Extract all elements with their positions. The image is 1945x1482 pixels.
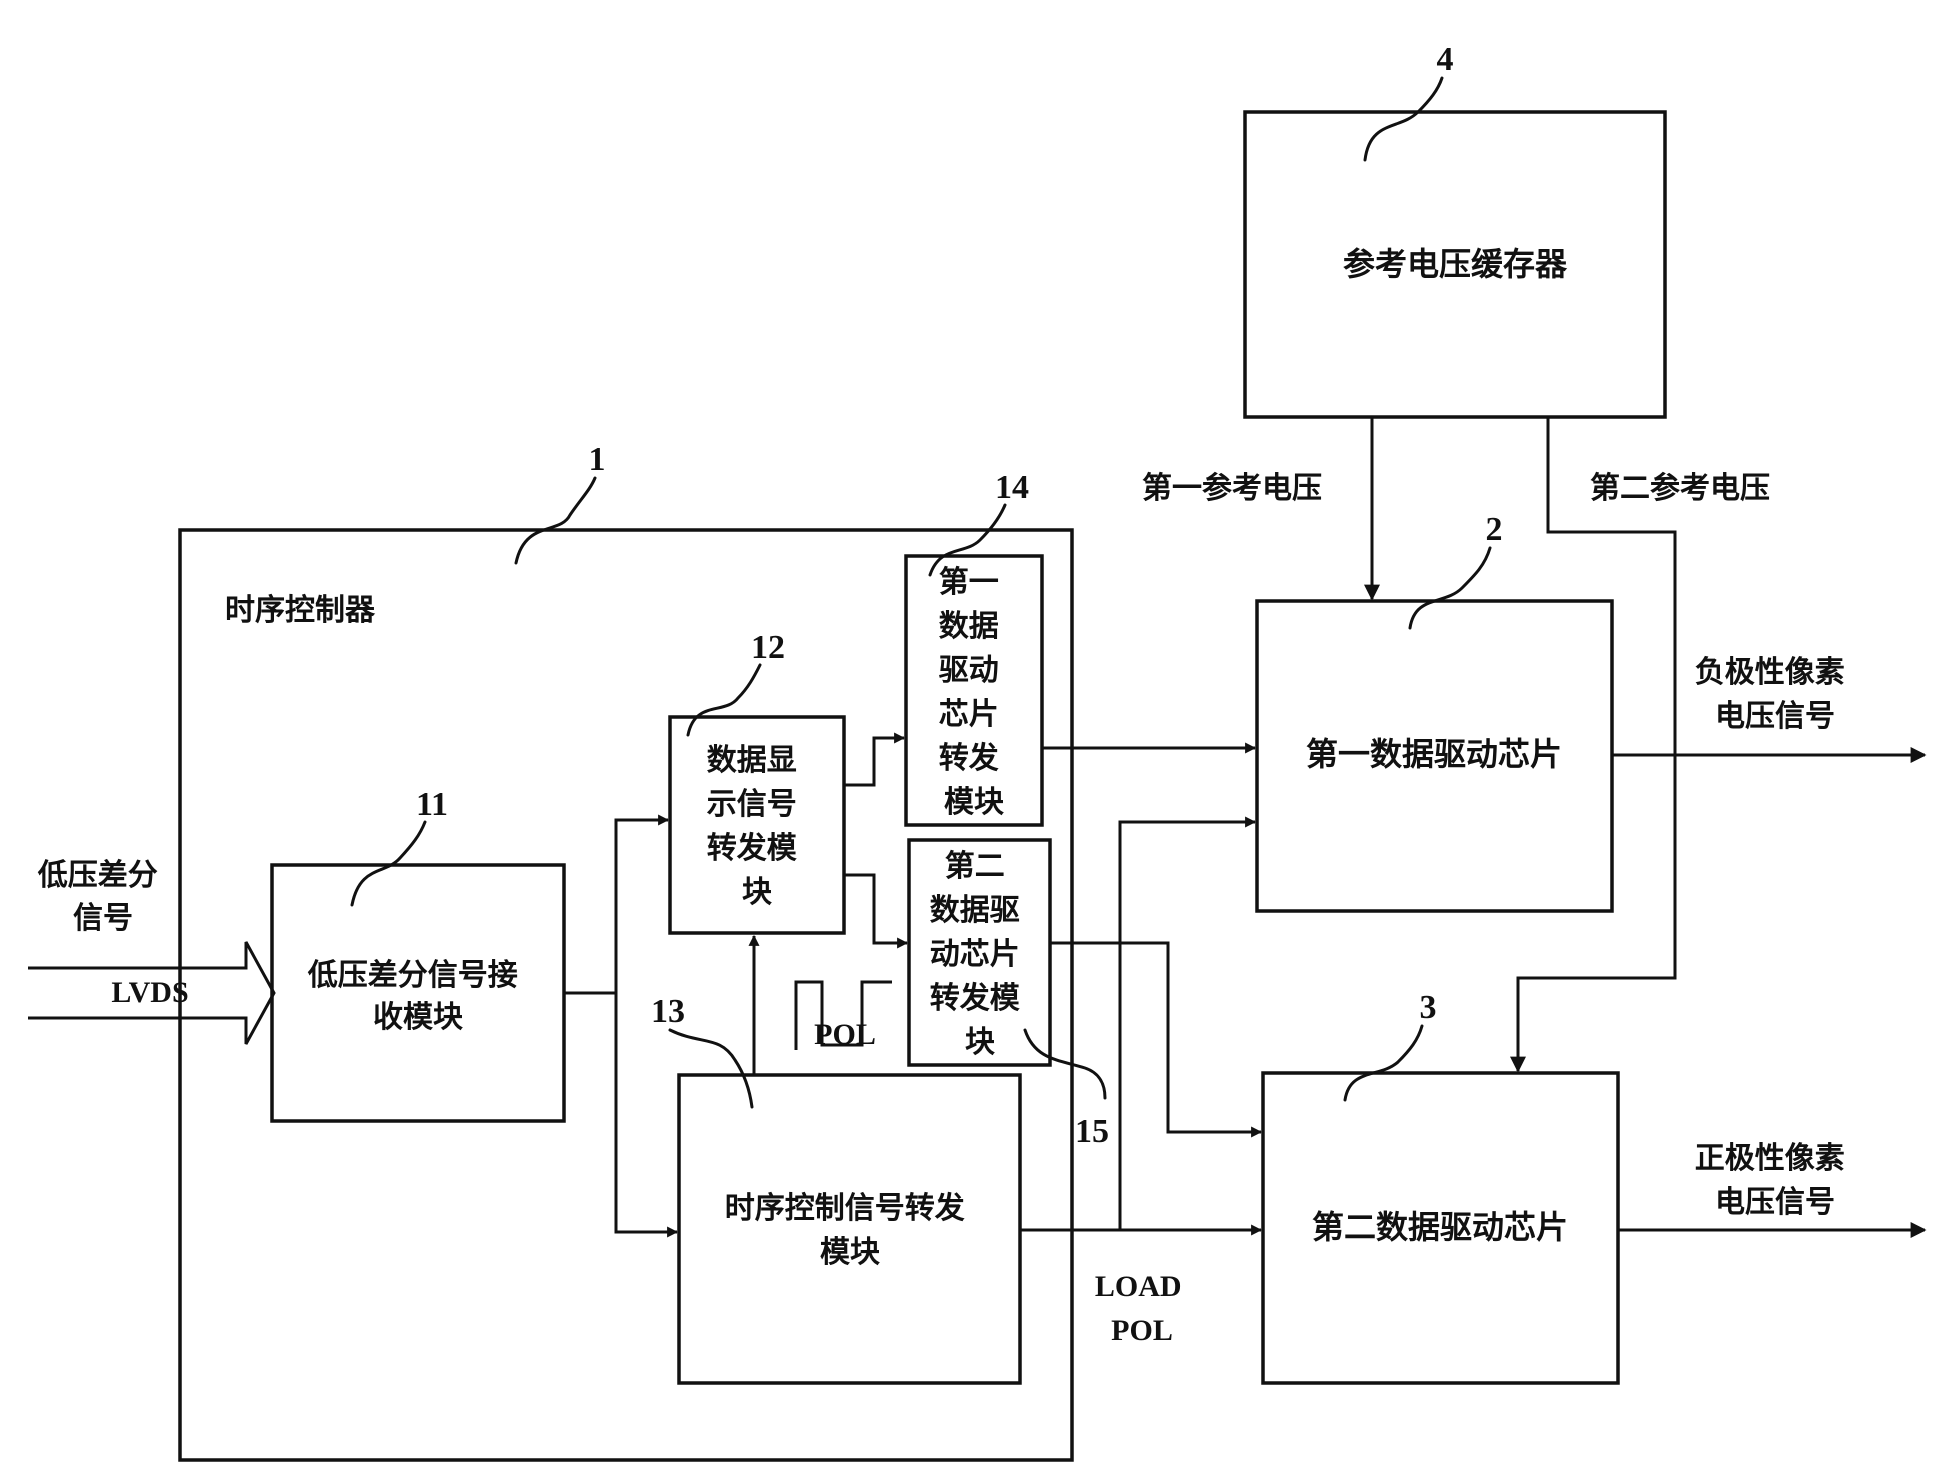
- number-15: 15: [1075, 1113, 1109, 1150]
- chip2-box: [1261, 1071, 1620, 1385]
- forward1-box: [904, 554, 1044, 827]
- leader-2: [1408, 546, 1492, 630]
- leader-14: [928, 503, 1007, 577]
- forward2-label: 第二 数据驱 动芯片 转发模 块: [930, 849, 1030, 1060]
- load-pol-label: LOAD POL: [1095, 1270, 1189, 1347]
- timing-controller-box: [178, 528, 1074, 1462]
- data-to-fwd2-wire: [844, 873, 909, 949]
- number-12: 12: [751, 629, 785, 666]
- pol-label: POL: [814, 1018, 876, 1051]
- data-forward-box: [668, 715, 846, 935]
- timing-forward-box: [677, 1073, 1022, 1385]
- tcon-label: 时序控制器: [225, 593, 376, 628]
- negative-output-label: 负极性像素 电压信号: [1695, 655, 1855, 734]
- load-pol-to-chip1-wire: [1118, 816, 1257, 1230]
- number-4: 4: [1437, 41, 1454, 78]
- chip2-label: 第二数据驱动芯片: [1312, 1208, 1568, 1246]
- ref-buffer-label: 参考电压缓存器: [1343, 245, 1568, 283]
- positive-output-label: 正极性像素 电压信号: [1695, 1141, 1855, 1220]
- data-forward-label: 数据显 示信号 转发模 块: [707, 743, 807, 910]
- lvds-input-label: 低压差分 信号: [37, 858, 168, 936]
- data-to-fwd1-wire: [844, 732, 906, 787]
- lvds-rx-label: 低压差分信号接 收模块: [307, 958, 528, 1035]
- number-13: 13: [651, 993, 685, 1030]
- leader-3: [1343, 1024, 1424, 1102]
- leader-12: [686, 663, 762, 737]
- bus-to-timing-forward: [614, 993, 679, 1238]
- chip1-label: 第一数据驱动芯片: [1306, 735, 1562, 773]
- number-11: 11: [416, 786, 448, 823]
- lvds-tag: LVDS: [111, 976, 188, 1009]
- number-14: 14: [995, 469, 1029, 506]
- ref1-label: 第一参考电压: [1142, 471, 1322, 506]
- leader-11: [350, 820, 427, 907]
- number-1: 1: [589, 441, 606, 478]
- lvds-receiver-box: [270, 863, 566, 1123]
- leader-4: [1363, 76, 1444, 162]
- forward2-box: [907, 838, 1052, 1067]
- leader-1: [514, 476, 597, 565]
- number-2: 2: [1486, 511, 1503, 548]
- number-3: 3: [1420, 989, 1437, 1026]
- fwd2-to-chip2-wire: [1050, 941, 1263, 1138]
- leader-15: [1023, 1028, 1107, 1100]
- timing-forward-label: 时序控制信号转发 模块: [725, 1191, 975, 1270]
- pol-waveform: [794, 980, 892, 1050]
- ref2-label: 第二参考电压: [1590, 471, 1770, 506]
- lvds-input-arrow: [28, 941, 276, 1045]
- forward1-label: 第一 数据 驱动 芯片 转发 模块: [939, 565, 1009, 820]
- leader-13: [668, 1028, 754, 1109]
- ref-buffer-box: [1243, 110, 1667, 419]
